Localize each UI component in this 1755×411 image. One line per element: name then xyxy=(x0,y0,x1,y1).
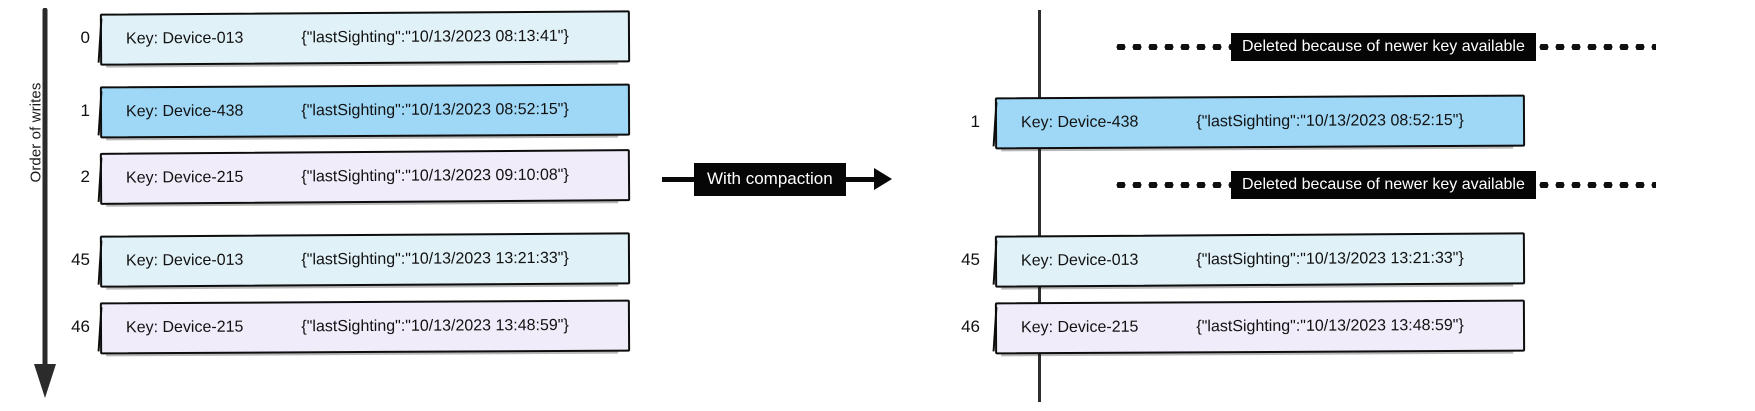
right-arrow-icon xyxy=(873,168,892,191)
record-key: Key: Device-215 xyxy=(125,318,244,337)
record-index: 0 xyxy=(80,28,90,47)
record-index: 1 xyxy=(80,101,90,120)
with-compaction-label: With compaction xyxy=(694,163,846,196)
record-value: {"lastSighting":"10/13/2023 08:52:15"} xyxy=(1196,111,1464,131)
dotted-strike-right xyxy=(1535,182,1656,188)
record-key: Key: Device-215 xyxy=(125,168,244,187)
dotted-strike-left xyxy=(1113,44,1231,50)
arrow-line-right xyxy=(845,176,874,182)
record-box: Key: Device-438 {"lastSighting":"10/13/2… xyxy=(99,83,631,139)
record-value: {"lastSighting":"10/13/2023 09:10:08"} xyxy=(301,166,569,186)
deleted-row: Deleted because of newer key available xyxy=(1113,170,1656,200)
record-box: Key: Device-013 {"lastSighting":"10/13/2… xyxy=(99,232,631,288)
record-value: {"lastSighting":"10/13/2023 13:21:33"} xyxy=(1196,249,1464,269)
record-value: {"lastSighting":"10/13/2023 13:21:33"} xyxy=(301,249,569,269)
deleted-label: Deleted because of newer key available xyxy=(1231,170,1536,200)
record-index: 1 xyxy=(970,112,980,131)
record-index: 45 xyxy=(71,250,90,269)
record-box: Key: Device-215 {"lastSighting":"10/13/2… xyxy=(994,299,1526,355)
record-value: {"lastSighting":"10/13/2023 08:52:15"} xyxy=(301,100,569,120)
dotted-strike-left xyxy=(1113,182,1231,188)
record-key: Key: Device-438 xyxy=(125,102,244,121)
record-key: Key: Device-013 xyxy=(125,29,244,48)
deleted-label: Deleted because of newer key available xyxy=(1231,32,1536,62)
record-value: {"lastSighting":"10/13/2023 08:13:41"} xyxy=(301,27,569,47)
record-value: {"lastSighting":"10/13/2023 13:48:59"} xyxy=(1196,316,1464,336)
deleted-row: Deleted because of newer key available xyxy=(1113,32,1656,62)
record-box: Key: Device-215 {"lastSighting":"10/13/2… xyxy=(99,149,631,205)
record-box: Key: Device-438 {"lastSighting":"10/13/2… xyxy=(994,94,1526,150)
dotted-strike-right xyxy=(1535,44,1656,50)
record-key: Key: Device-215 xyxy=(1020,318,1139,337)
record-value: {"lastSighting":"10/13/2023 13:48:59"} xyxy=(301,316,569,336)
record-box: Key: Device-215 {"lastSighting":"10/13/2… xyxy=(99,299,631,355)
panel-divider xyxy=(1038,10,1041,402)
record-key: Key: Device-013 xyxy=(1020,251,1139,270)
record-box: Key: Device-013 {"lastSighting":"10/13/2… xyxy=(994,232,1526,288)
record-key: Key: Device-013 xyxy=(125,251,244,270)
record-box: Key: Device-013 {"lastSighting":"10/13/2… xyxy=(99,10,631,66)
record-index: 45 xyxy=(961,250,980,269)
with-compaction-arrow: With compaction xyxy=(662,163,892,196)
record-index: 46 xyxy=(71,317,90,336)
record-key: Key: Device-438 xyxy=(1020,113,1139,132)
arrow-line-left xyxy=(662,176,694,182)
down-arrow-icon xyxy=(34,8,56,398)
record-index: 46 xyxy=(961,317,980,336)
record-index: 2 xyxy=(80,167,90,186)
